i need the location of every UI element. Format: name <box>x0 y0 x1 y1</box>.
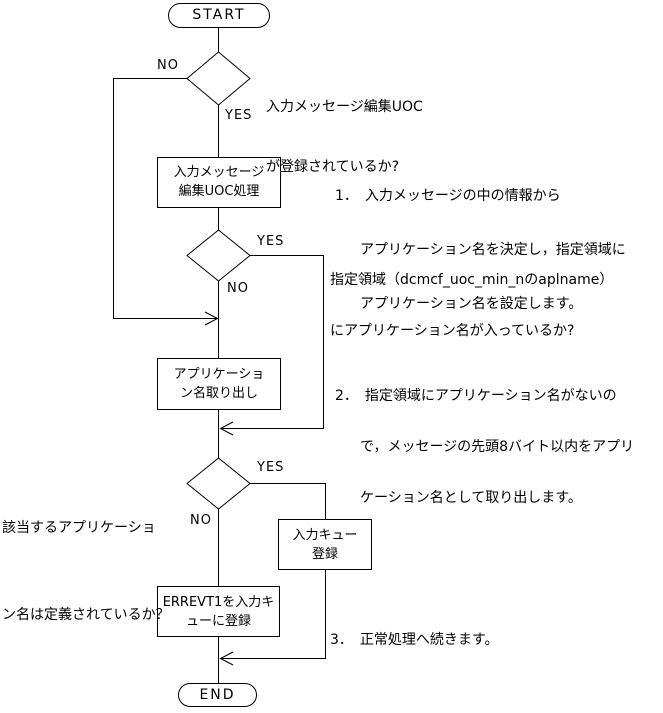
start-terminal-shape <box>168 3 270 28</box>
d2-yes-branch-line <box>221 255 324 429</box>
process3-box <box>278 519 372 570</box>
note-2-line3: ケーション名として取り出します。 <box>360 490 582 506</box>
queue-return-arrowhead <box>219 651 234 666</box>
process3-label-line1: 入力キュー <box>292 527 358 543</box>
process3-label: 入力キュー 登録 <box>278 519 372 570</box>
decision1-question-line1: 入力メッセージ編集UOC <box>266 99 423 115</box>
process2-box <box>157 358 281 410</box>
decision2-yes-label: YES <box>257 234 285 249</box>
decision2-diamond <box>186 229 251 282</box>
process4-box <box>157 586 280 637</box>
decision3-yes-label: YES <box>257 460 285 475</box>
d1-no-branch-line <box>113 78 217 319</box>
process2-label: アプリケーショ ン名取り出し <box>157 358 281 410</box>
process2-label-line1: アプリケーショ <box>173 367 265 382</box>
decision2-question: 指定領域（dcmcf_uoc_min_nのaplname） にアプリケーション名… <box>330 238 613 374</box>
d2-yes-arrowhead <box>219 421 234 436</box>
decision2-question-line1: 指定領域（dcmcf_uoc_min_nのaplname） <box>330 272 614 288</box>
process4-label-line2: ューに登録 <box>185 613 251 629</box>
decision1-question: 入力メッセージ編集UOC が登録されているか? <box>266 57 423 217</box>
note-3: 3． 正常処理へ続きます。 <box>330 598 499 683</box>
note-3-line1: 3． 正常処理へ続きます。 <box>330 632 499 648</box>
note-2: 2． 指定領域にアプリケーション名がないの で，メッセージの先頭8バイト以内をア… <box>335 354 634 541</box>
process4-label-line1: ERREVT1を入力キ <box>162 594 275 610</box>
decision3-question-line2: ン名は定義されているか？ <box>2 607 170 623</box>
end-terminal-label: END <box>199 687 236 703</box>
decision1-question-line2: が登録されているか? <box>266 159 400 175</box>
process3-label-line2: 登録 <box>311 546 338 562</box>
note-2-line1: 2． 指定領域にアプリケーション名がないの <box>335 388 617 404</box>
note-1-line2: アプリケーション名を決定し，指定領域に <box>360 242 626 258</box>
decision3-question: 該当するアプリケーショ ン名は定義されているか？ <box>2 456 170 688</box>
note-1-line1: 1． 入力メッセージの中の情報から <box>335 188 561 204</box>
d3-yes-branch-line <box>221 483 326 659</box>
decision3-no-label: NO <box>190 513 212 528</box>
note-2-line2: で，メッセージの先頭8バイト以内をアプリ <box>360 439 635 455</box>
decision3-diamond <box>186 457 251 510</box>
decision3-question-line1: 該当するアプリケーショ <box>2 520 156 536</box>
decision2-no-label: NO <box>227 281 249 296</box>
process1-label: 入力メッセージ 編集UOC処理 <box>157 157 281 207</box>
process4-label: ERREVT1を入力キ ューに登録 <box>157 586 280 637</box>
decision1-diamond <box>186 51 251 106</box>
note-1-line3: アプリケーション名を設定します。 <box>360 296 583 312</box>
process1-label-line2: 編集UOC処理 <box>178 184 260 199</box>
decision1-yes-label: YES <box>225 108 253 123</box>
decision1-no-label: NO <box>157 58 179 73</box>
d1-no-arrowhead <box>204 311 219 326</box>
process1-box <box>157 157 281 208</box>
end-terminal-shape <box>178 683 257 707</box>
decision2-question-line2: にアプリケーション名が入っているか? <box>330 323 575 339</box>
note-1: 1． 入力メッセージの中の情報から アプリケーション名を決定し，指定領域に アプ… <box>335 151 626 349</box>
process1-label-line1: 入力メッセージ <box>173 165 265 180</box>
process2-label-line2: ン名取り出し <box>179 386 258 401</box>
start-terminal-label: START <box>192 7 246 23</box>
